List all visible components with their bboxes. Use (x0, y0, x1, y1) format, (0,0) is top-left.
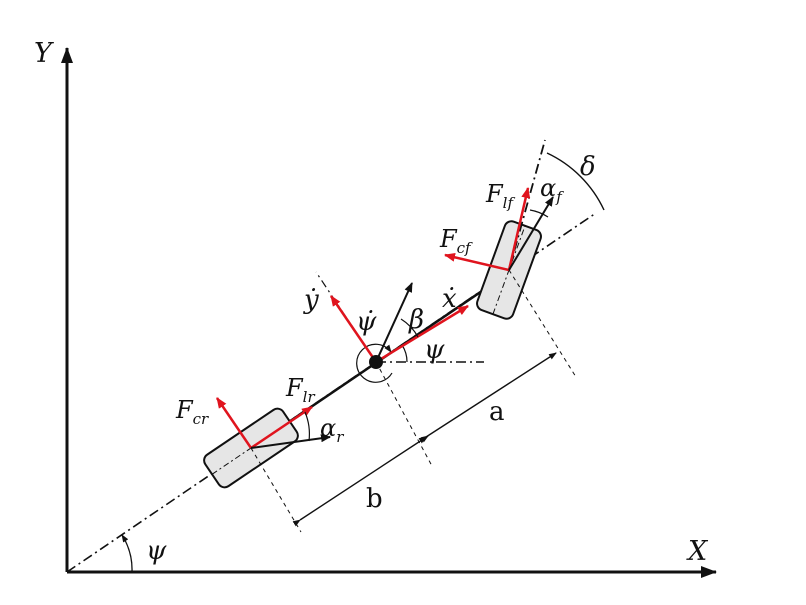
dimension-a-label: a (489, 397, 505, 427)
alpha-r-label: αr (320, 414, 344, 446)
front-longitudinal-force-arrow (507, 187, 531, 271)
force-lf-label: Flf (485, 180, 515, 212)
velocity-vector-arrow (375, 282, 413, 363)
lateral-velocity-arrow (329, 295, 378, 363)
beta-label: β (408, 305, 424, 335)
x-dot-label: ẋ (442, 284, 457, 314)
front-lateral-force-arrow (444, 252, 510, 272)
psi-body-arc (401, 344, 408, 363)
alpha-f-label: αf (540, 174, 564, 206)
alpha-r-arc (304, 411, 310, 442)
y-axis-label: Y (34, 38, 54, 69)
longitudinal-velocity-arrow (375, 304, 469, 364)
rear-longitudinal-force-arrow (250, 405, 313, 450)
dimension-a-ext-cg (375, 361, 433, 467)
y-dot-label: ẏ (303, 285, 319, 315)
psi-ground-label: ψ (146, 536, 167, 566)
yaw-rate-arc (356, 343, 393, 383)
dimension-b-line (292, 435, 429, 527)
delta-label: δ (580, 152, 596, 182)
alpha-f-arc (529, 209, 549, 218)
dimension-a-line (418, 352, 557, 444)
force-lr-label: Flr (285, 374, 315, 406)
force-cr-label: Fcr (175, 396, 209, 428)
yaw-rate-label: ψ̇ (356, 307, 377, 337)
rear-lateral-force-arrow (215, 397, 253, 449)
delta-arc (546, 152, 605, 211)
front-wheel-velocity-arrow (508, 196, 554, 271)
x-axis-label: X (686, 536, 709, 567)
dimension-a-ext-front (508, 269, 577, 378)
beta-arc (400, 318, 419, 338)
psi-ground-arc (121, 534, 133, 573)
dimension-b-label: b (366, 484, 383, 514)
force-cf-label: Fcf (439, 225, 473, 257)
psi-body-label: ψ (424, 335, 445, 365)
vehicle-centerline (66, 212, 597, 573)
